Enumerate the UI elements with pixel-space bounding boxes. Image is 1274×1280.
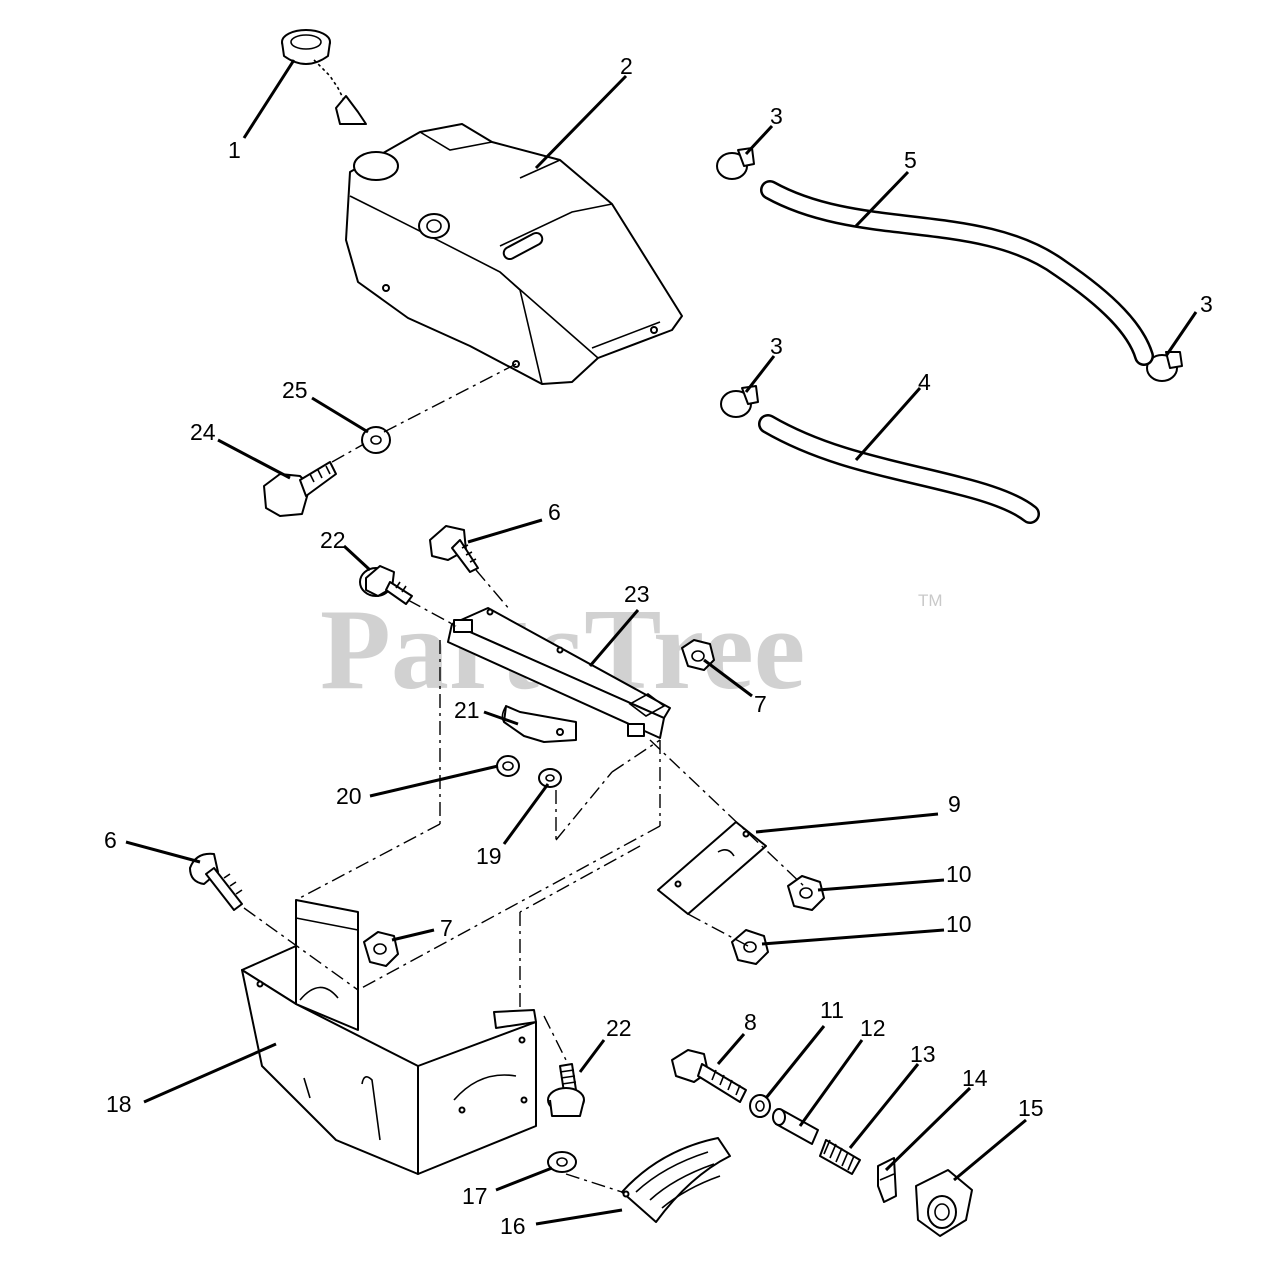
callout-11: 11 [820,997,844,1023]
nut-part-10-lower [731,929,769,965]
watermark-trademark: TM [918,591,943,610]
bolt-part-8 [671,1049,747,1103]
callout-14: 14 [962,1065,988,1091]
callout-21: 21 [454,697,480,723]
callout-3: 3 [770,103,783,129]
nut-part-10-upper [787,875,825,911]
flange-bolt-part-22-top [359,565,413,605]
plate-part-9 [657,821,767,915]
grommet-part-20 [496,755,520,777]
fuel-hose-upper-part [760,180,1154,366]
callout-9: 9 [948,791,961,817]
spring-part-13 [819,1139,861,1175]
nut-part-7-lower [363,931,399,967]
callout-18: 18 [106,1091,132,1117]
hose-clamp-part-middle [720,385,759,418]
callout-3: 3 [770,333,783,359]
fuel-cap-part [281,29,367,125]
clip-part-21 [501,705,577,743]
callout-1: 1 [228,137,241,163]
callout-13: 13 [910,1041,936,1067]
callout-4: 4 [918,369,931,395]
bracket-part-15 [915,1169,973,1237]
callout-labels: 1 2 3 3 3 4 5 6 6 7 7 8 9 10 10 11 12 13… [104,53,1213,1239]
callout-23: 23 [624,581,650,607]
callout-10: 10 [946,911,972,937]
callout-25: 25 [282,377,308,403]
washer-part-19 [538,768,562,788]
callout-10: 10 [946,861,972,887]
callout-24: 24 [190,419,216,445]
callout-22: 22 [320,527,346,553]
callout-6: 6 [104,827,117,853]
callout-6: 6 [548,499,561,525]
quadrant-plate-part-16 [621,1137,731,1223]
clip-part-14 [877,1157,897,1203]
washer-part-25 [361,426,391,454]
callout-15: 15 [1018,1095,1044,1121]
callout-7: 7 [754,691,767,717]
callout-22: 22 [606,1015,632,1041]
fuel-tank-part [345,123,683,385]
callout-5: 5 [904,147,917,173]
callout-7: 7 [440,915,453,941]
callout-19: 19 [476,843,502,869]
flange-bolt-part-22-lower [547,1063,585,1117]
bolt-part-6-top [429,525,479,573]
callout-3: 3 [1200,291,1213,317]
bolt-part-24 [263,461,337,517]
callout-17: 17 [462,1183,488,1209]
washer-part-11 [749,1094,771,1118]
fuel-hose-lower-part [758,414,1040,524]
hose-clamp-part-right [1146,351,1183,382]
callout-16: 16 [500,1213,526,1239]
bracket-part-23 [447,607,671,739]
hose-clamp-part-top [716,147,755,180]
callout-20: 20 [336,783,362,809]
leader-lines [125,59,1198,1226]
callout-2: 2 [620,53,633,79]
spacer-part-12 [772,1108,819,1145]
bushing-part-17 [547,1151,577,1173]
callout-8: 8 [744,1009,757,1035]
assembly-lines [243,363,807,1193]
callout-12: 12 [860,1015,886,1041]
control-housing-part-18 [241,899,537,1175]
